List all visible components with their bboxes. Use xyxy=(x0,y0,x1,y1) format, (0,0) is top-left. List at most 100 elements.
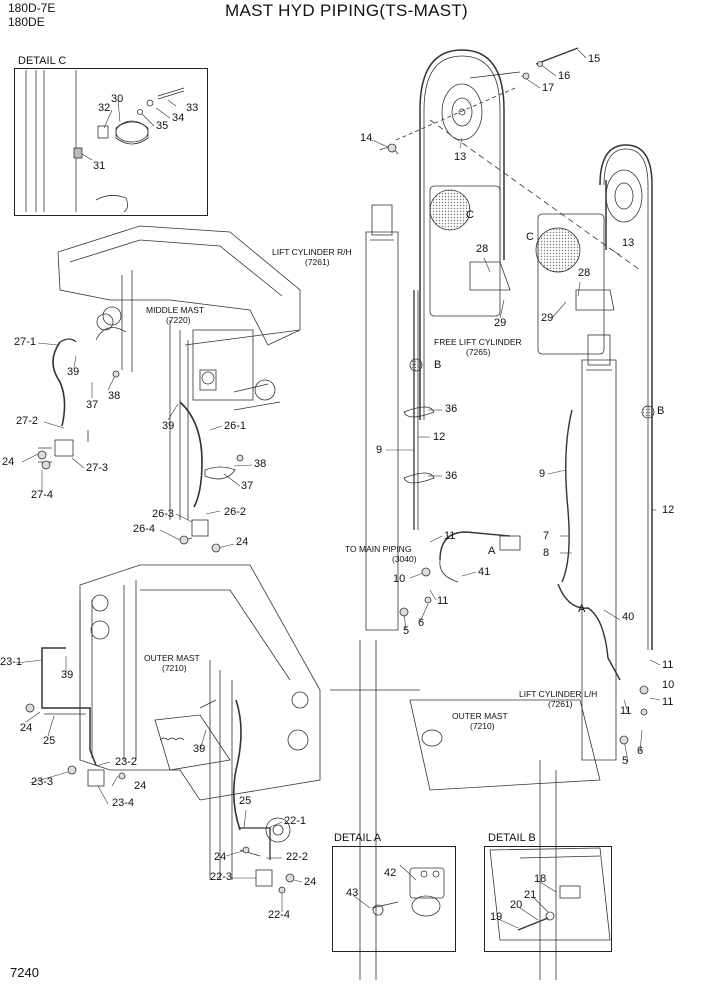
outer-mast-right-code: (7210) xyxy=(470,721,495,731)
callout-38-b: 38 xyxy=(254,458,267,470)
detail-c-title: DETAIL C xyxy=(18,55,67,67)
callout-11-d: 11 xyxy=(662,696,674,708)
callout-11-e: 11 xyxy=(620,705,632,717)
detail-a-title: DETAIL A xyxy=(334,832,382,844)
callout-13-right: 13 xyxy=(454,151,467,163)
callout-24-b: 24 xyxy=(236,536,249,548)
detail-b-drawing xyxy=(489,847,611,941)
callout-30: 30 xyxy=(111,93,124,105)
callout-25-b: 25 xyxy=(239,795,252,807)
to-main-piping-label: TO MAIN PIPING xyxy=(345,544,412,554)
callout-20: 20 xyxy=(510,899,523,911)
detail-a-frame xyxy=(332,846,456,952)
detail-c-drawing xyxy=(25,70,185,213)
callout-12-left: 12 xyxy=(662,504,675,516)
callout-31: 31 xyxy=(93,160,106,172)
callout-11-a: 11 xyxy=(444,530,456,542)
callout-5-a: 5 xyxy=(403,625,410,637)
callout-5-b: 5 xyxy=(622,755,629,767)
callout-22-3: 22-3 xyxy=(210,871,233,883)
callout-26-1: 26-1 xyxy=(224,420,247,432)
callout-39-b: 39 xyxy=(162,420,175,432)
callout-9-left: 9 xyxy=(539,468,546,480)
callout-39-a: 39 xyxy=(67,366,80,378)
marker-a-upper: A xyxy=(488,545,496,557)
lift-cylinder-lh-code: (7261) xyxy=(548,699,573,709)
free-lift-cylinder-label: FREE LIFT CYLINDER xyxy=(434,337,522,347)
middle-mast-code: (7220) xyxy=(166,315,191,325)
marker-c-right: C xyxy=(466,209,474,221)
free-lift-cylinder-code: (7265) xyxy=(466,347,491,357)
to-main-piping-code: (3040) xyxy=(392,554,417,564)
callout-22-1: 22-1 xyxy=(284,815,307,827)
detail-a-drawing xyxy=(371,867,445,917)
callout-16: 16 xyxy=(558,70,571,82)
callout-39-d: 39 xyxy=(193,743,206,755)
outer-mast-right-label: OUTER MAST xyxy=(452,711,508,721)
callout-25-a: 25 xyxy=(43,735,56,747)
callout-23-2: 23-2 xyxy=(115,756,138,768)
callout-37-b: 37 xyxy=(241,480,254,492)
sheave-chain-assembly xyxy=(379,47,653,650)
model-line-2: 180DE xyxy=(8,15,45,29)
callout-6-b: 6 xyxy=(637,745,644,757)
lift-cylinder-rh-code: (7261) xyxy=(305,257,330,267)
model-line-1: 180D-7E xyxy=(8,1,56,15)
callout-28-left: 28 xyxy=(578,267,591,279)
callout-24-f: 24 xyxy=(304,876,317,888)
callout-6-a: 6 xyxy=(418,617,425,629)
callout-41: 41 xyxy=(478,566,491,578)
callout-40: 40 xyxy=(622,611,635,623)
lift-cylinders xyxy=(365,204,621,761)
callout-11-c: 11 xyxy=(662,659,674,671)
outer-mast-left-code: (7210) xyxy=(162,663,187,673)
callout-17: 17 xyxy=(542,82,555,94)
detail-b-frame xyxy=(484,846,612,952)
callout-23-1: 23-1 xyxy=(0,656,23,668)
page-number: 7240 xyxy=(10,965,39,980)
callout-22-2: 22-2 xyxy=(286,851,309,863)
callout-39-c: 39 xyxy=(61,669,74,681)
marker-c-left: C xyxy=(526,231,534,243)
callout-18: 18 xyxy=(534,873,547,885)
free-lift-cylinders xyxy=(429,185,615,355)
callout-27-4: 27-4 xyxy=(31,489,54,501)
detail-b-title: DETAIL B xyxy=(488,832,536,844)
callout-43: 43 xyxy=(346,887,359,899)
detail-c-frame xyxy=(14,68,208,216)
callout-24-e: 24 xyxy=(214,851,227,863)
callout-12-right: 12 xyxy=(433,431,446,443)
callout-37-a: 37 xyxy=(86,399,99,411)
outer-mast-drawing xyxy=(79,564,321,880)
callout-35: 35 xyxy=(156,120,169,132)
marker-b-left-cyl: B xyxy=(657,405,665,417)
callout-27-3: 27-3 xyxy=(86,462,109,474)
outer-mast-right-drawing xyxy=(330,640,601,980)
callout-42: 42 xyxy=(384,867,397,879)
callout-38-a: 38 xyxy=(108,390,121,402)
callout-10-a: 10 xyxy=(393,573,406,585)
callout-15: 15 xyxy=(588,53,601,65)
callout-34: 34 xyxy=(172,112,185,124)
callout-13-left: 13 xyxy=(622,237,635,249)
callout-27-2: 27-2 xyxy=(16,415,39,427)
callout-36-upper: 36 xyxy=(445,403,458,415)
callout-29-right: 29 xyxy=(494,317,507,329)
lift-cylinder-lh-label: LIFT CYLINDER L/H xyxy=(519,689,598,699)
page-title: MAST HYD PIPING(TS-MAST) xyxy=(225,1,469,20)
leader-lines xyxy=(15,49,661,929)
marker-b-right-cyl: B xyxy=(434,359,442,371)
callout-21: 21 xyxy=(524,889,537,901)
callout-24-c: 24 xyxy=(20,722,33,734)
callout-26-2: 26-2 xyxy=(224,506,247,518)
callout-36-lower: 36 xyxy=(445,470,458,482)
middle-mast-label: MIDDLE MAST xyxy=(146,305,205,315)
callout-10-b: 10 xyxy=(662,679,675,691)
outer-mast-piping xyxy=(41,647,273,887)
callout-28-right: 28 xyxy=(476,243,489,255)
callout-27-1: 27-1 xyxy=(14,336,37,348)
callout-19: 19 xyxy=(490,911,503,923)
callout-26-4: 26-4 xyxy=(133,523,156,535)
